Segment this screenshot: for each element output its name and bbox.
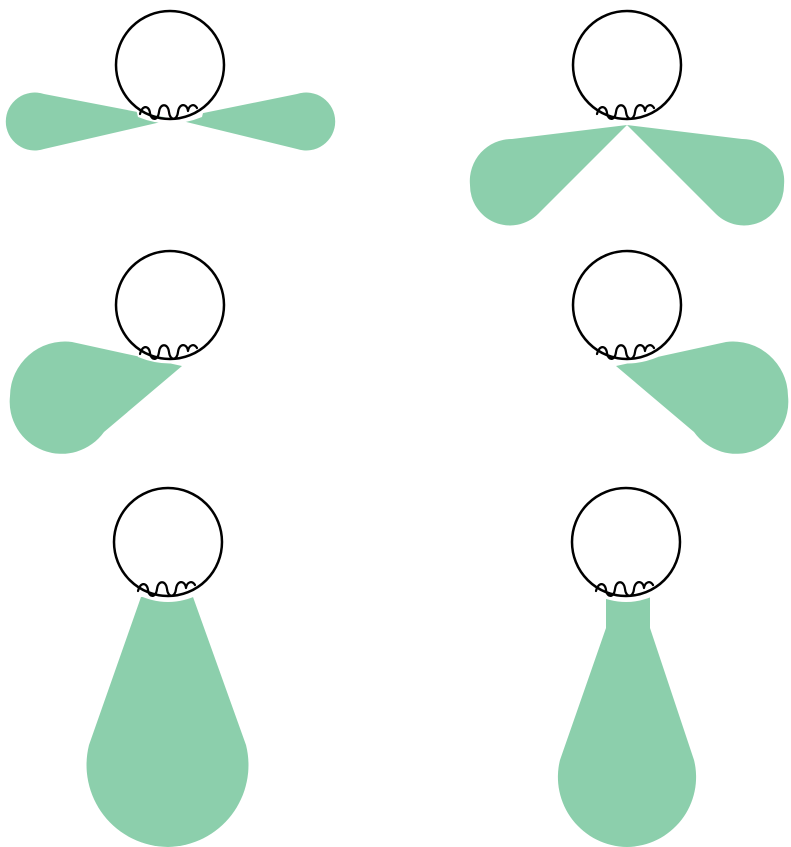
lobe-down bbox=[87, 597, 249, 847]
panel-e bbox=[87, 488, 249, 847]
lobe-left bbox=[470, 125, 627, 225]
ring bbox=[572, 488, 680, 596]
panel-b bbox=[470, 11, 784, 225]
lobe-right bbox=[627, 125, 784, 225]
ring bbox=[573, 11, 681, 119]
panel-a bbox=[6, 11, 335, 151]
ring bbox=[116, 251, 224, 359]
ring bbox=[116, 11, 224, 119]
panel-d bbox=[573, 251, 788, 454]
panel-f bbox=[558, 488, 696, 847]
ring bbox=[114, 488, 222, 596]
lobe-right bbox=[174, 93, 335, 151]
lobe-left bbox=[6, 93, 174, 151]
panel-c bbox=[10, 251, 224, 454]
lobe-down bbox=[558, 597, 696, 847]
ring bbox=[573, 251, 681, 359]
